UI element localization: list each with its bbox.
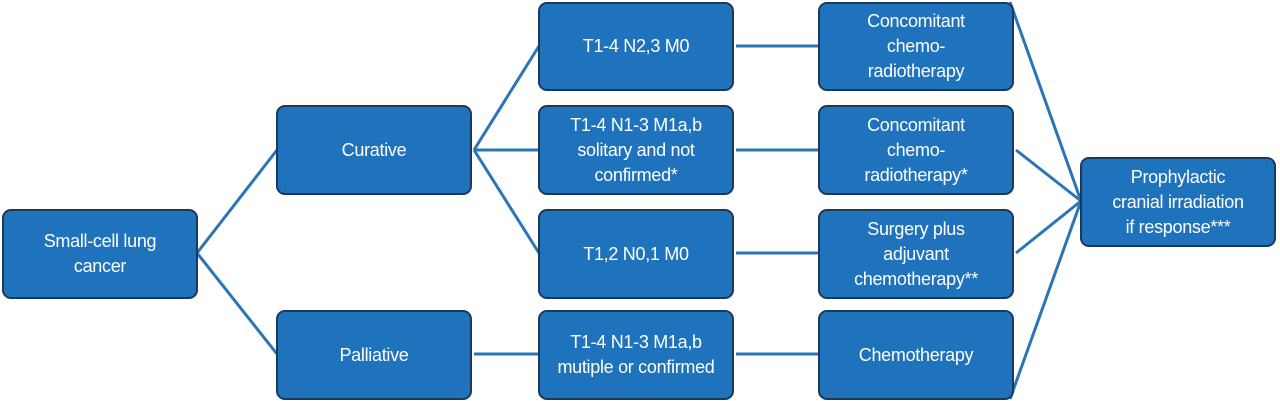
connector — [472, 149, 541, 254]
connector — [1008, 1, 1083, 202]
node-concomitant-chemoradiotherapy: Concomitant chemo- radiotherapy — [818, 2, 1014, 91]
connector — [1008, 200, 1083, 400]
node-small-cell-lung-cancer: Small-cell lung cancer — [2, 209, 198, 299]
connector — [1015, 199, 1082, 255]
node-curative: Curative — [276, 105, 472, 195]
node-surgery-adjuvant: Surgery plus adjuvant chemotherapy** — [818, 209, 1014, 299]
node-palliative: Palliative — [276, 310, 472, 400]
node-m1ab-multiple: T1-4 N1-3 M1a,b mutiple or confirmed — [538, 310, 734, 400]
node-t1-4-n2-3-m0: T1-4 N2,3 M0 — [538, 2, 734, 91]
connector — [195, 252, 279, 355]
connector — [1015, 148, 1082, 203]
node-chemotherapy: Chemotherapy — [818, 310, 1014, 400]
node-concomitant-chemoradiotherapy-star: Concomitant chemo- radiotherapy* — [818, 105, 1014, 195]
connector — [195, 149, 279, 254]
node-prophylactic-cranial-irradiation: Prophylactic cranial irradiation if resp… — [1080, 157, 1276, 247]
connector — [472, 45, 541, 151]
node-m1ab-solitary: T1-4 N1-3 M1a,b solitary and not confirm… — [538, 105, 734, 195]
node-t1-2-n0-1-m0: T1,2 N0,1 M0 — [538, 209, 734, 299]
